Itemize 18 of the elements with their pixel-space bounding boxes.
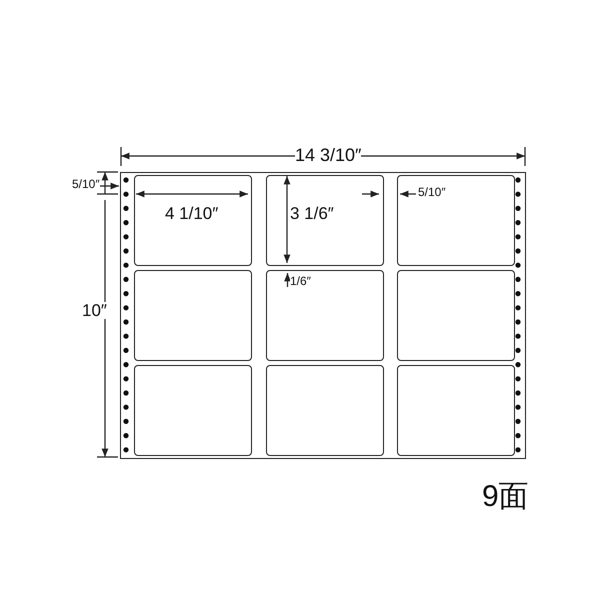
label-sheet-box	[397, 365, 515, 456]
continuous-form-sheet	[120, 172, 526, 459]
dimension-text: 5/10″	[72, 178, 100, 190]
label-sheet-box	[397, 270, 515, 361]
dimension-text: 10″	[82, 302, 107, 319]
dimension-text: 14 3/10″	[295, 146, 362, 164]
label-sheet-box	[266, 270, 384, 361]
dimension-text: 5/10″	[418, 186, 446, 198]
dimension-text: 4 1/10″	[165, 205, 218, 222]
label-sheet-box	[397, 175, 515, 266]
dimension-text: 3 1/6″	[290, 205, 334, 222]
label-sheet-box	[266, 365, 384, 456]
label-sheet-box	[266, 175, 384, 266]
label-sheet-box	[134, 365, 252, 456]
label-sheet-box	[134, 175, 252, 266]
label-sheet-box	[134, 270, 252, 361]
dimension-text: 1/6″	[290, 275, 311, 287]
label-count-text: 9面	[482, 482, 529, 512]
